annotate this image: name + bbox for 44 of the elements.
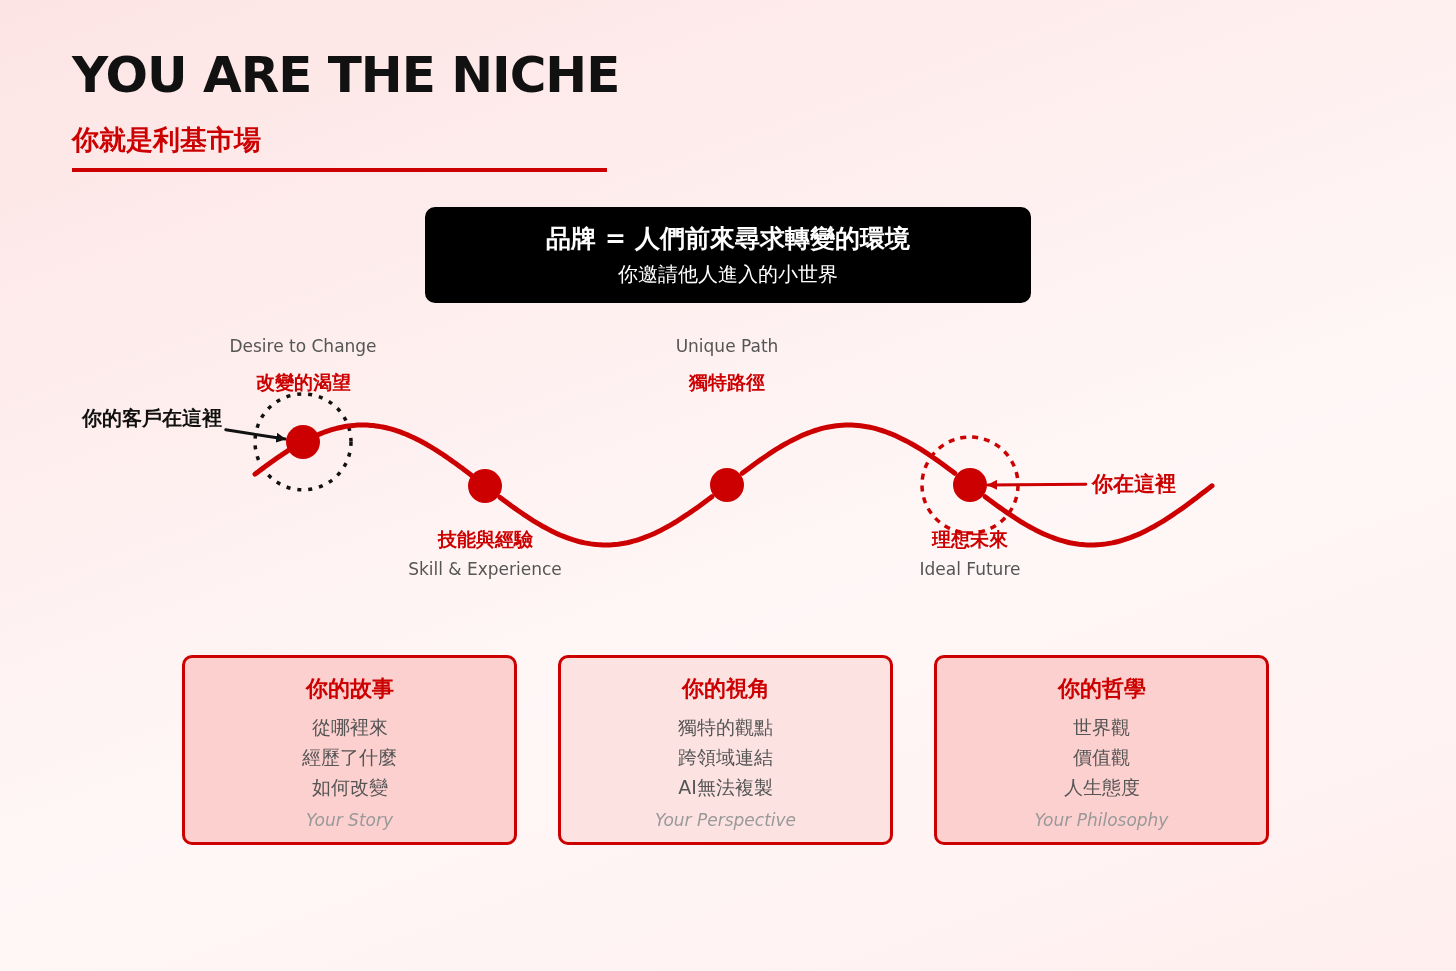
title: YOU ARE THE NICHE [72, 46, 620, 104]
milestone-dot [468, 468, 502, 503]
info-card [934, 655, 1269, 845]
milestone-dot [953, 468, 987, 502]
subtitle: 你就是利基市場 [72, 123, 261, 157]
pointer-text: 你的客戶在這裡 [82, 403, 222, 433]
card-item: 如何改變 [311, 775, 388, 800]
card-heading: 你的視角 [681, 675, 770, 703]
milestone-subtitle: Desire to Change [228, 336, 378, 356]
card-item: 跨領域連結 [678, 745, 773, 770]
card-item: AI無法複製 [678, 775, 773, 800]
milestone-subtitle: Skill & Experience [407, 559, 563, 579]
info-card [558, 655, 893, 845]
card-item: 世界觀 [1073, 715, 1130, 740]
path-curve [982, 483, 1215, 548]
card-heading: 你的哲學 [1057, 675, 1146, 703]
milestone-label: 理想未來 [930, 527, 1009, 552]
card-item: 價值觀 [1073, 745, 1130, 770]
milestone-subtitle: Ideal Future [918, 559, 1022, 579]
headline-box [425, 207, 1031, 303]
path-curve [252, 448, 291, 477]
milestone-label: 獨特路徑 [687, 370, 766, 395]
card-heading: 你的故事 [305, 675, 394, 703]
path-curve [316, 422, 474, 478]
milestone-subtitle: Unique Path [674, 336, 780, 356]
card-item: 從哪裡來 [311, 715, 388, 740]
path-curve [497, 494, 715, 548]
arrow [224, 428, 287, 443]
card-subtitle: Your Perspective [654, 810, 797, 830]
card-item: 人生態度 [1063, 775, 1140, 800]
card-subtitle: Your Philosophy [1034, 810, 1169, 830]
milestone-dot [286, 424, 320, 459]
arrow [986, 479, 1088, 490]
card-item: 經歷了什麼 [302, 745, 397, 770]
milestone-label: 改變的渴望 [254, 370, 352, 395]
info-card [182, 655, 517, 845]
milestone-dot [710, 468, 744, 502]
subheadline-text: 你邀請他人進入的小世界 [618, 261, 838, 288]
headline-text: 品牌 = 人們前來尋求轉變的環境 [546, 223, 910, 255]
card-item: 獨特的觀點 [678, 715, 773, 740]
pointer-text: 你在這裡 [1092, 469, 1176, 499]
card-subtitle: Your Story [306, 810, 393, 830]
path-curve [739, 422, 958, 476]
milestone-label: 技能與經驗 [436, 527, 534, 552]
